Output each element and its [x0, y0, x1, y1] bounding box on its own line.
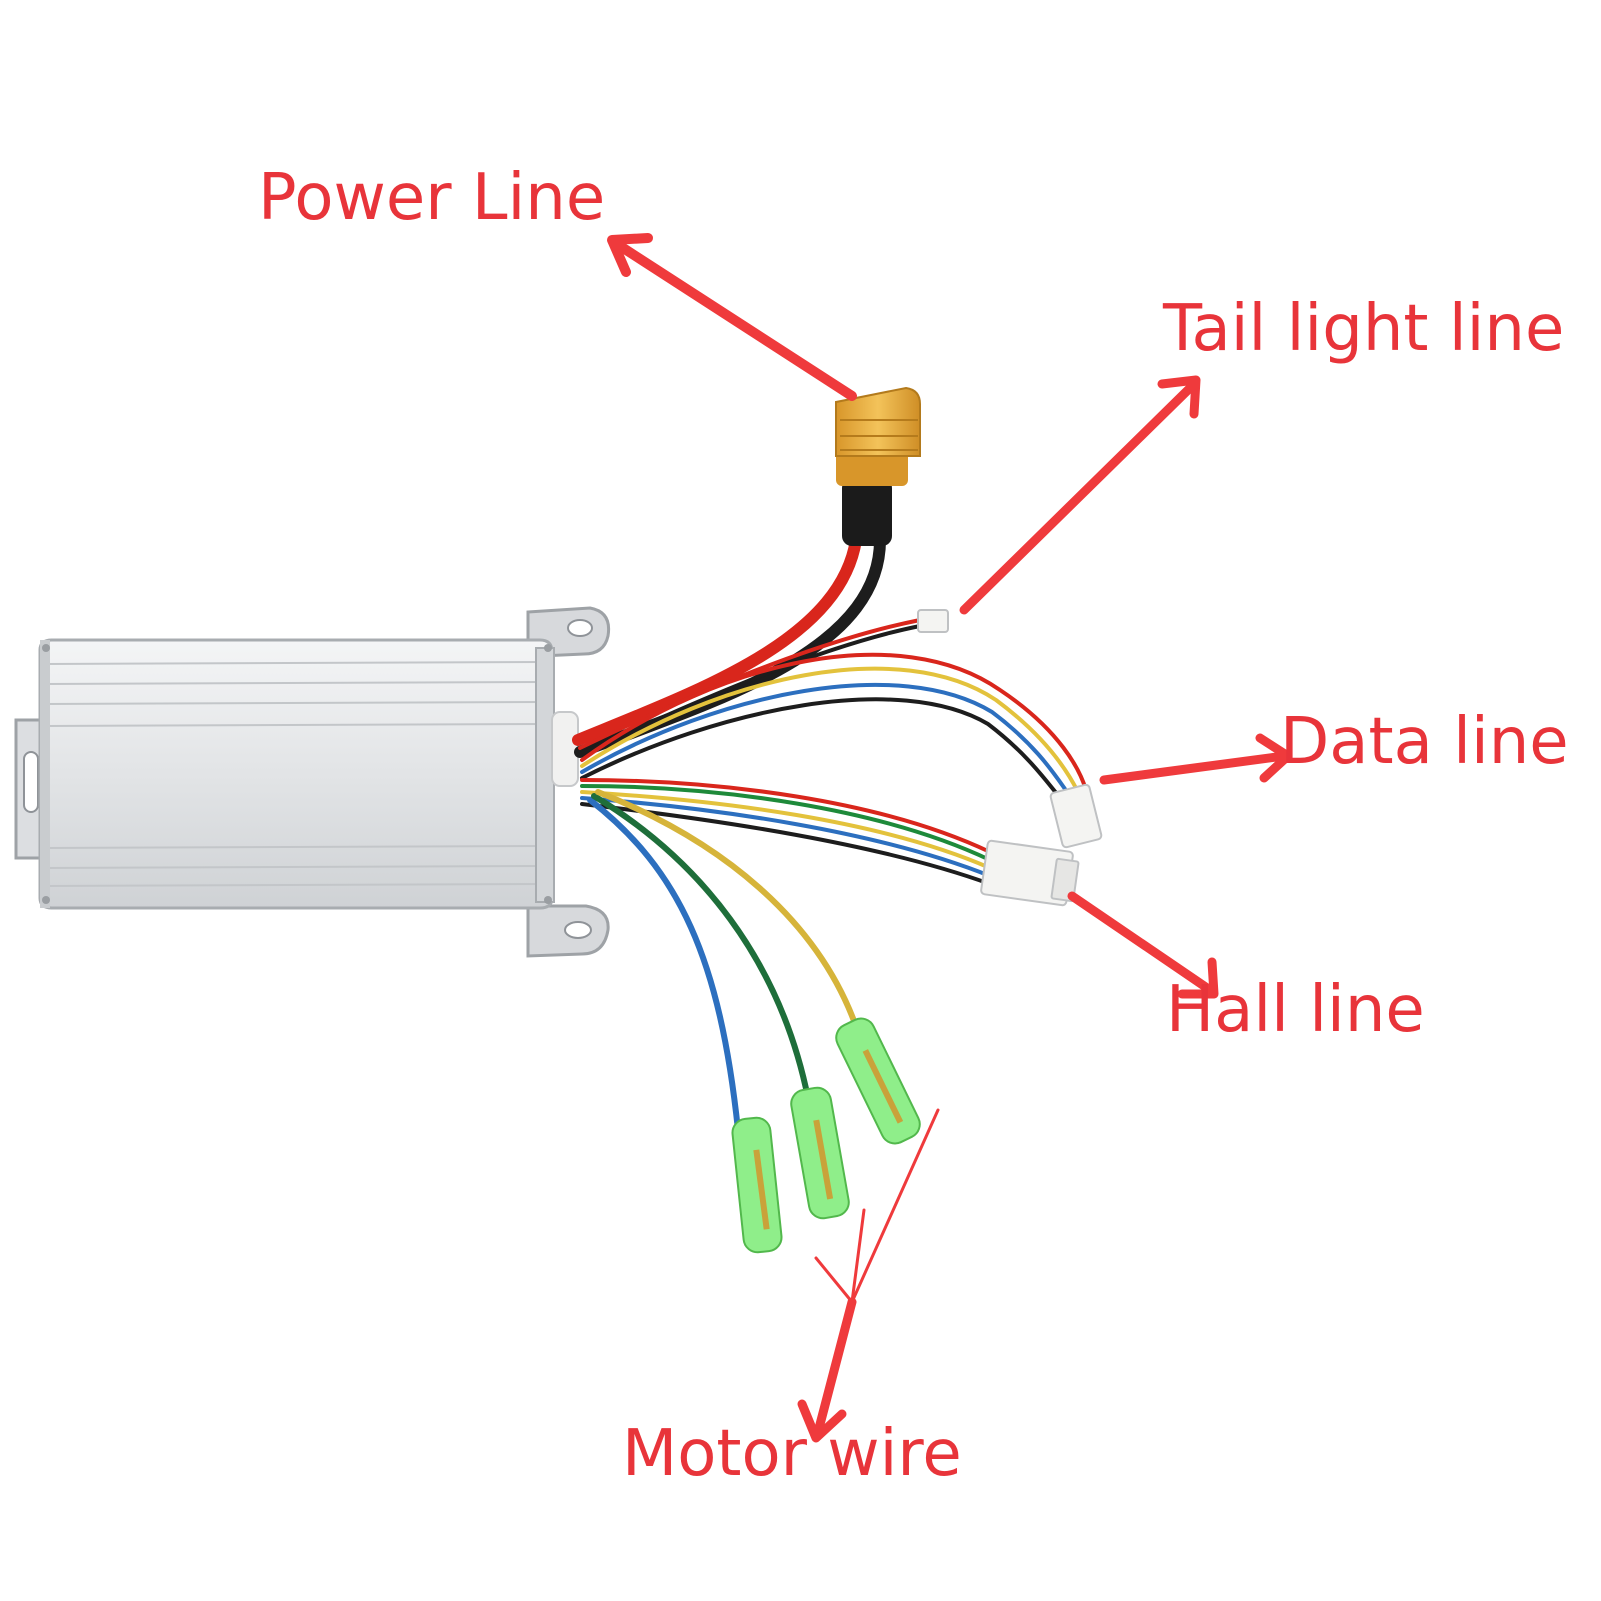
housing-ribs: [45, 661, 547, 887]
bottom-bracket: [526, 878, 610, 958]
bullet-connector-icon: [731, 1017, 921, 1254]
heat-shrink: [842, 478, 892, 546]
motor-connector-1: [731, 1116, 783, 1254]
screw: [544, 896, 552, 904]
data-wire-red: [580, 652, 1088, 792]
power-line-label: Power Line: [258, 161, 606, 235]
tail-light-arrow: [959, 375, 1201, 615]
tail-light-line-label: Tail light line: [1163, 292, 1565, 366]
hall-line-label: Hall line: [1166, 973, 1425, 1047]
tail-light-connector: [917, 609, 949, 633]
power-wire-red: [572, 534, 862, 746]
motor-wire-arrow: [797, 1108, 940, 1443]
xt-connector-ridges: [840, 419, 918, 451]
data-wire-black: [580, 697, 1064, 802]
tail-light-wires: [578, 609, 949, 756]
data-line-label: Data line: [1280, 705, 1569, 779]
controller-box-icon: [14, 606, 611, 958]
power-line-arrow: [607, 233, 857, 401]
xt-connector-body: [835, 386, 921, 457]
hall-line-arrow: [1067, 891, 1219, 999]
callout-arrows: [607, 233, 1293, 1443]
data-line-arrow: [1099, 733, 1293, 785]
xt-connector-base: [836, 450, 908, 486]
hall-line-connector: [980, 839, 1080, 907]
tail-wire-black: [578, 624, 922, 756]
screw: [544, 644, 552, 652]
data-line-wires: [580, 652, 1103, 849]
cable-grommet: [551, 711, 579, 787]
screw: [42, 896, 50, 904]
data-wire-yellow: [580, 666, 1080, 794]
motor-wires: [587, 789, 861, 1133]
xt60-connector-icon: [835, 386, 921, 486]
data-wire-blue: [580, 682, 1072, 798]
data-line-connector: [1049, 783, 1103, 849]
hall-wire-blue: [580, 796, 992, 878]
hall-wire-yellow: [580, 790, 992, 870]
motor-wire-yellow: [595, 789, 861, 1035]
housing-left-cap: [40, 640, 50, 908]
hall-wire-green: [580, 784, 992, 862]
hall-wire-red: [580, 778, 992, 854]
top-bracket-hole: [567, 619, 593, 637]
bottom-bracket-hole: [564, 921, 592, 939]
motor-wire-label: Motor wire: [622, 1417, 962, 1491]
screw: [42, 644, 50, 652]
motor-wire-blue: [587, 797, 741, 1133]
tail-wire-red: [578, 618, 922, 750]
power-wires: [572, 478, 892, 758]
left-tab-slot: [23, 751, 39, 813]
motor-wire-green: [591, 793, 811, 1101]
